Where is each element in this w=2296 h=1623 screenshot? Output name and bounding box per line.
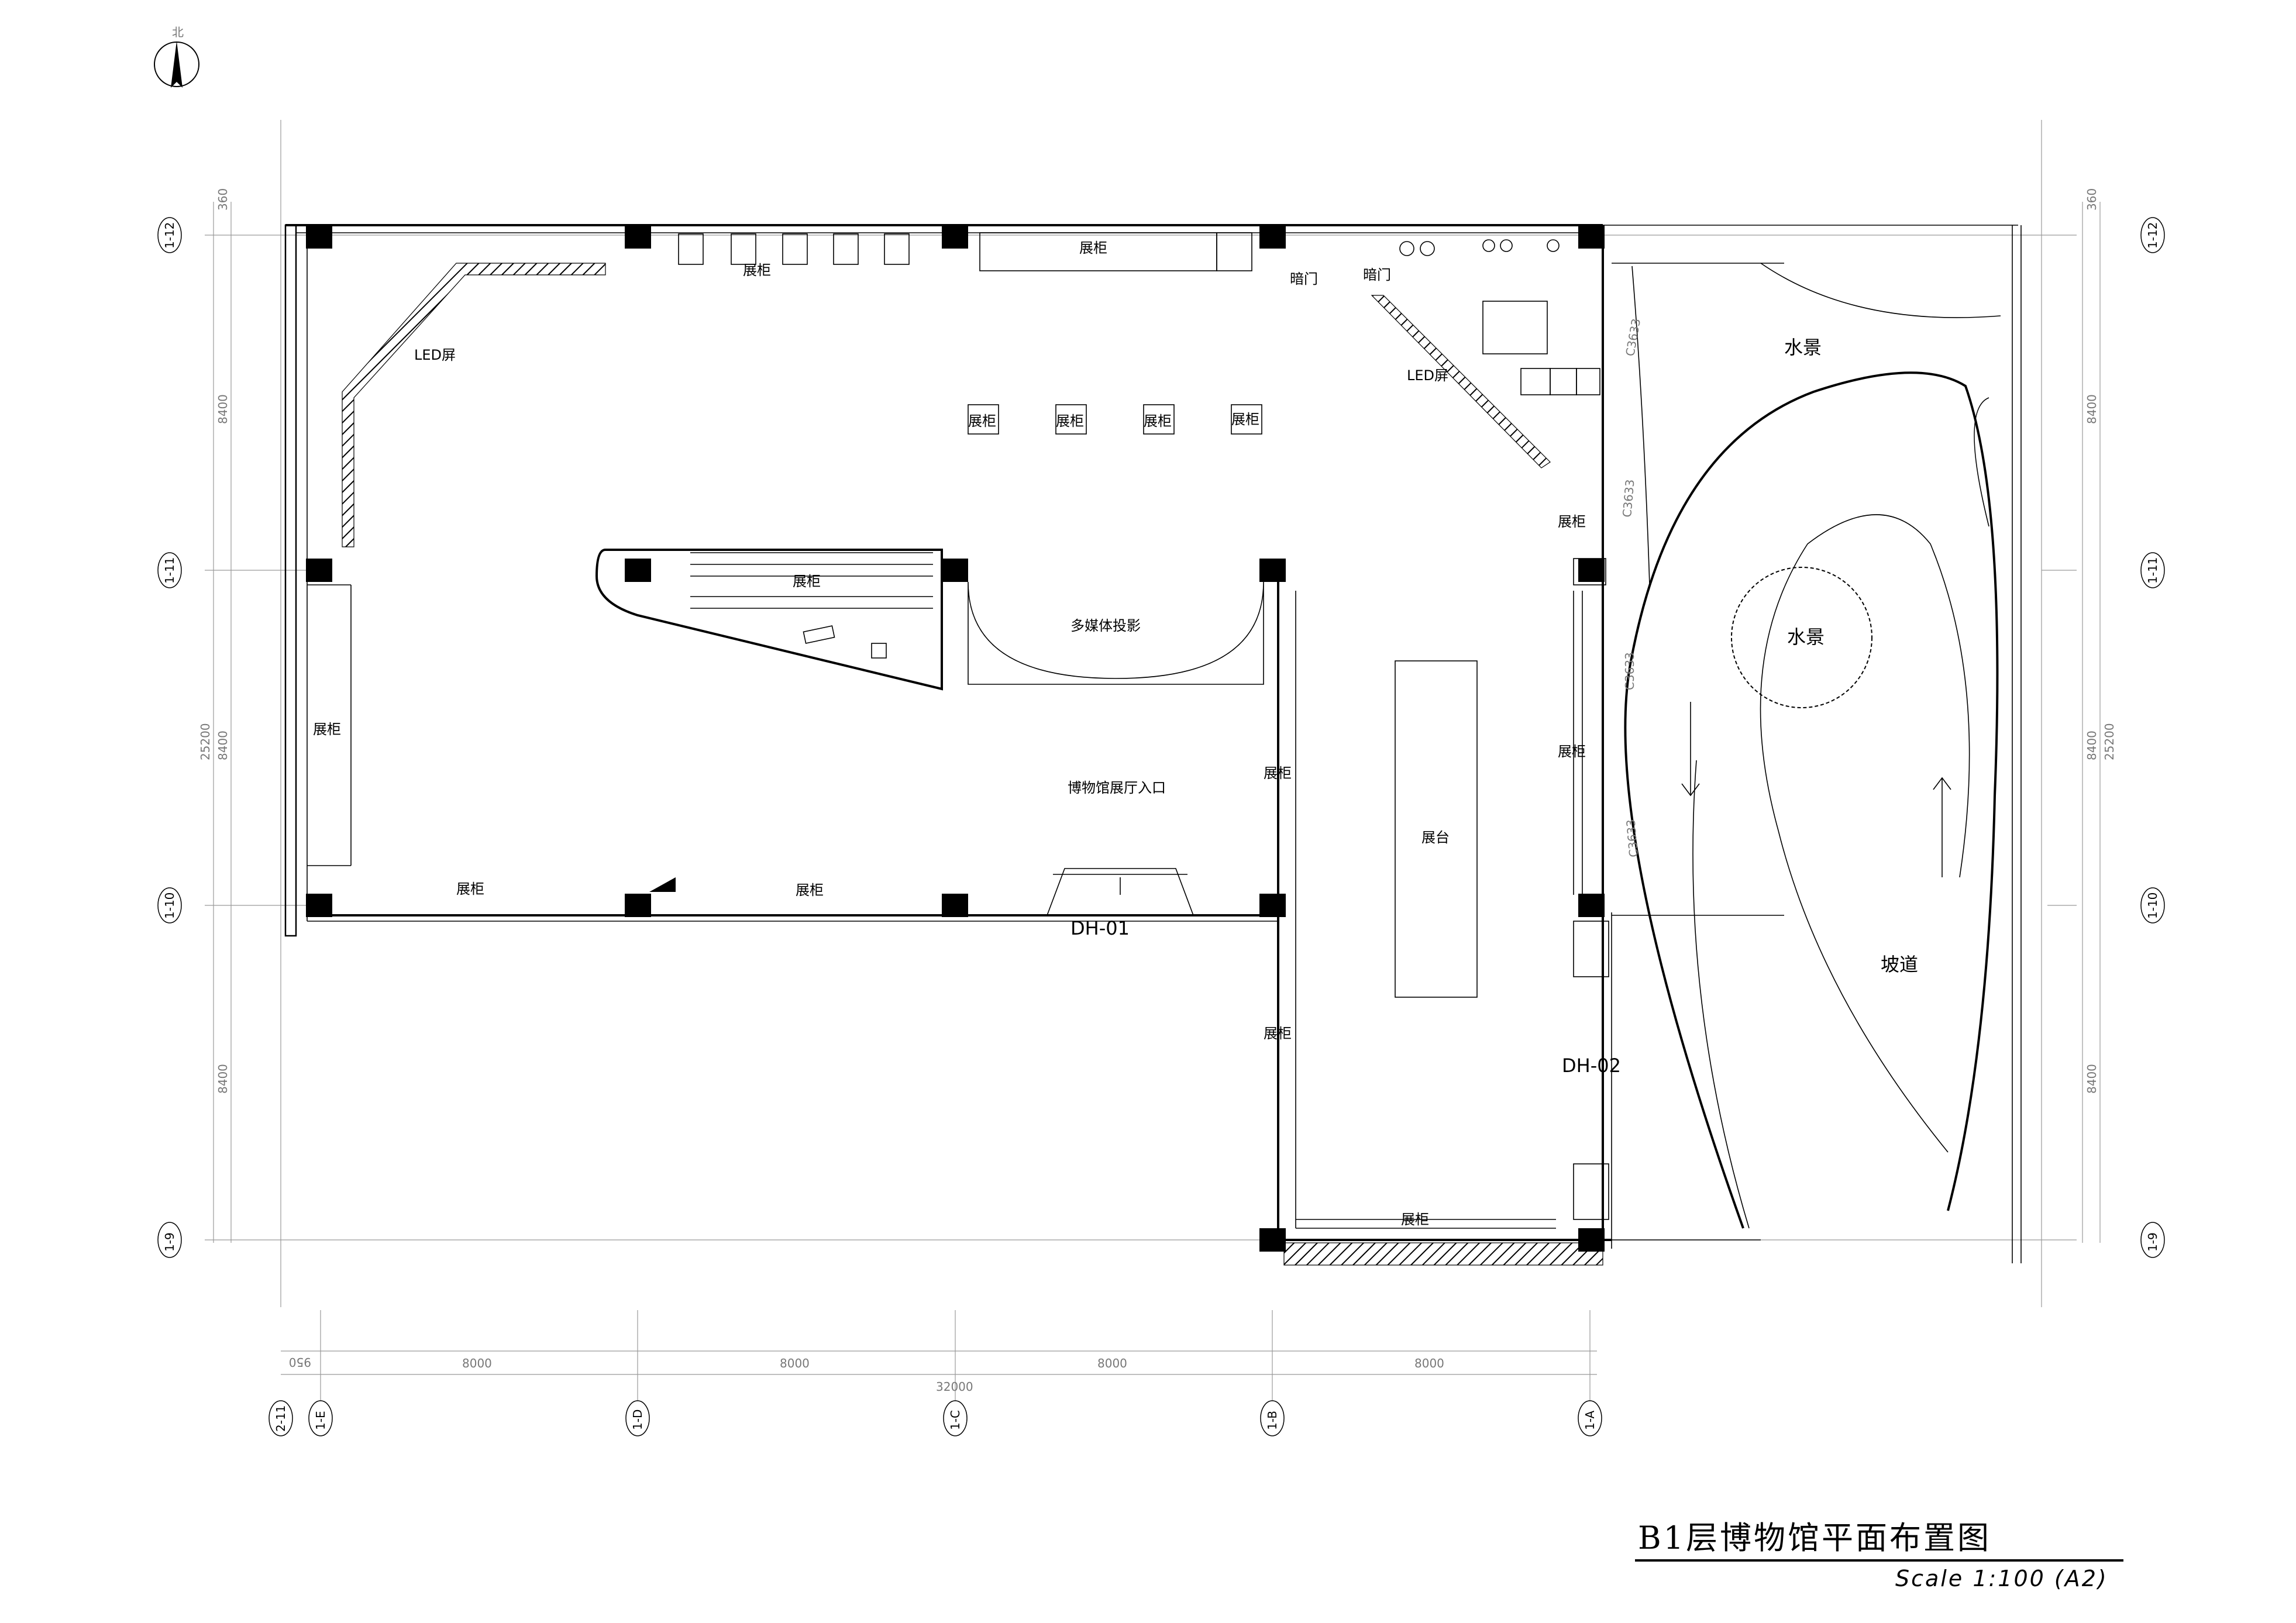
- svg-text:1-11: 1-11: [163, 557, 177, 584]
- svg-text:1-12: 1-12: [2146, 222, 2160, 249]
- svg-text:8000: 8000: [1414, 1356, 1444, 1370]
- svg-text:8400: 8400: [216, 394, 230, 424]
- axis-bubbles-right: 1-12 1-11 1-10 1-9: [2140, 217, 2165, 1258]
- bottom-dimensions: 950 8000 8000 8000 8000 32000: [281, 1350, 1597, 1394]
- axis-bubbles-left: 1-12 1-11 1-10 1-9: [157, 217, 182, 1258]
- central-cabinet-shape: [595, 549, 943, 691]
- drawing-scale: Scale 1:100 (A2): [1895, 1566, 2108, 1591]
- led-label-1: LED屏: [414, 347, 456, 363]
- door-dh01: [1047, 868, 1194, 916]
- door-tag-dh02: DH-02: [1562, 1055, 1621, 1077]
- left-cabinet-strip: [307, 584, 352, 866]
- cabinet-label: 展柜: [1264, 1025, 1292, 1042]
- multimedia-label: 多媒体投影: [1070, 618, 1141, 634]
- door-tag-dh01: DH-01: [1070, 917, 1130, 939]
- cabinet-label: 展柜: [1056, 413, 1084, 429]
- svg-text:950: 950: [289, 1355, 311, 1369]
- svg-text:8400: 8400: [216, 730, 230, 760]
- top-cabinets: [678, 232, 1252, 271]
- stair-triangle-icon: [649, 877, 676, 892]
- cabinet-label: 展柜: [1401, 1211, 1429, 1228]
- svg-text:2-11: 2-11: [274, 1405, 288, 1432]
- svg-text:C3633: C3633: [1623, 819, 1641, 858]
- svg-text:1-E: 1-E: [314, 1411, 328, 1430]
- bottom-hatch: [1283, 1242, 1603, 1266]
- central-cabinet-shelves: [690, 552, 933, 659]
- platform-label: 展台: [1421, 829, 1450, 846]
- columns: [306, 225, 1605, 1252]
- svg-text:1-A: 1-A: [1583, 1410, 1597, 1430]
- led-screen-left: [342, 263, 606, 547]
- svg-text:1-11: 1-11: [2146, 557, 2160, 584]
- svg-text:C3633: C3633: [1620, 479, 1637, 518]
- svg-text:1-10: 1-10: [2146, 893, 2160, 919]
- svg-text:1-12: 1-12: [163, 222, 177, 249]
- cabinet-label: 展柜: [743, 262, 771, 278]
- cabinet-label: 展柜: [1558, 743, 1586, 760]
- cabinet-label: 展柜: [796, 882, 824, 898]
- cabinet-label: 展柜: [313, 721, 341, 738]
- equipment-room: [1399, 239, 1600, 395]
- cabinet-label: 展柜: [968, 413, 996, 429]
- svg-text:8400: 8400: [2085, 394, 2099, 424]
- water-label: 水景: [1784, 336, 1822, 359]
- svg-text:C3633: C3633: [1623, 652, 1637, 690]
- multimedia-area: [968, 581, 1264, 685]
- svg-text:1-9: 1-9: [2146, 1232, 2160, 1252]
- title-block: B1层博物馆平面布置图 Scale 1:100 (A2): [1635, 1519, 2123, 1591]
- left-dimensions: 360 8400 8400 8400 25200: [198, 188, 232, 1243]
- north-arrow-icon: 北: [154, 25, 199, 88]
- landscape-area: [1603, 225, 2022, 1263]
- svg-text:C3633: C3633: [1623, 318, 1643, 357]
- led-label-2: LED屏: [1407, 367, 1448, 384]
- water-feature-circle: [1731, 567, 1872, 708]
- svg-text:8000: 8000: [780, 1356, 810, 1370]
- cabinet-label: 展柜: [1264, 765, 1292, 781]
- axis-bubbles-bottom: 2-11 1-E 1-D 1-C 1-B 1-A: [269, 1400, 1602, 1436]
- svg-text:8400: 8400: [216, 1064, 230, 1094]
- svg-text:360: 360: [2085, 188, 2099, 211]
- water-label: 水景: [1787, 626, 1825, 648]
- svg-text:8400: 8400: [2085, 1064, 2099, 1094]
- svg-text:8000: 8000: [1097, 1356, 1127, 1370]
- right-dimensions: 360 8400 8400 8400 25200: [2082, 188, 2116, 1243]
- svg-text:8000: 8000: [462, 1356, 492, 1370]
- room-labels: LED屏 LED屏 展柜 展柜 展柜 展柜 展柜 展柜 展柜 展柜 展柜 展柜 …: [313, 240, 1918, 1228]
- svg-text:1-B: 1-B: [1265, 1411, 1279, 1430]
- display-platform: [1395, 660, 1478, 998]
- svg-text:1-9: 1-9: [163, 1232, 177, 1252]
- right-pillars: [1573, 558, 1609, 1220]
- svg-text:360: 360: [216, 188, 230, 211]
- svg-text:1-D: 1-D: [631, 1410, 645, 1430]
- cabinet-label: 展柜: [456, 881, 484, 897]
- cabinet-label: 展柜: [1144, 413, 1172, 429]
- cabinet-label: 展柜: [1231, 411, 1259, 428]
- axis-grid: [205, 120, 2077, 1415]
- dark-door-label: 暗门: [1363, 267, 1391, 283]
- ramp-label: 坡道: [1881, 953, 1918, 976]
- cabinet-label: 展柜: [1079, 240, 1107, 256]
- north-label: 北: [172, 25, 184, 39]
- svg-text:32000: 32000: [936, 1380, 973, 1394]
- svg-text:25200: 25200: [198, 723, 212, 760]
- svg-text:1-C: 1-C: [948, 1410, 962, 1430]
- cabinet-label: 展柜: [1558, 514, 1586, 530]
- drawing-title: B1层博物馆平面布置图: [1638, 1519, 1991, 1556]
- small-cabinets: [968, 404, 1262, 435]
- dark-door-label: 暗门: [1290, 271, 1318, 287]
- entrance-label: 博物馆展厅入口: [1068, 780, 1166, 796]
- svg-text:8400: 8400: [2085, 730, 2099, 760]
- svg-text:25200: 25200: [2102, 723, 2116, 760]
- cabinet-label: 展柜: [793, 573, 821, 590]
- led-screen-right: [1371, 295, 1551, 468]
- svg-text:1-10: 1-10: [163, 893, 177, 919]
